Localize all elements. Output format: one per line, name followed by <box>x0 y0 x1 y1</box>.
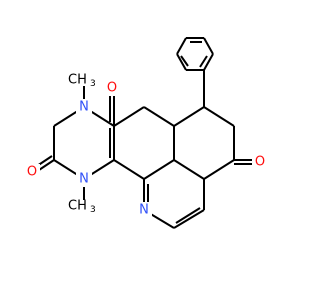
bond-inner <box>175 207 201 224</box>
bond <box>203 53 214 71</box>
molecule-svg: O N CH 3 O N CH 3 N O <box>24 37 268 229</box>
oxygen-atom-3: O <box>27 165 37 180</box>
nitrogen-atom-2: N <box>79 100 89 115</box>
oxygen-atom-1: O <box>107 81 117 96</box>
molecule-structure: O N CH 3 O N CH 3 N O <box>24 37 268 229</box>
bond <box>176 37 187 55</box>
bond-inner <box>199 55 208 68</box>
bond-inner <box>180 55 189 67</box>
bond <box>173 209 205 229</box>
bond <box>143 159 175 180</box>
bond <box>113 159 145 180</box>
bond <box>143 106 175 127</box>
oxygen-ketone-atom: O <box>255 155 265 170</box>
methyl-group-n2: CH <box>68 73 87 88</box>
bonds <box>33 37 254 229</box>
bond <box>203 106 235 127</box>
atom-labels: O N CH 3 O N CH 3 N O <box>24 73 268 218</box>
bond <box>173 159 205 180</box>
bond <box>176 53 187 71</box>
bond <box>203 37 214 55</box>
bond <box>113 106 145 127</box>
methyl-subscript-n4: 3 <box>90 205 96 215</box>
nitrogen-atom-4: N <box>79 172 89 187</box>
bond <box>173 106 205 127</box>
nitrogen-ring-atom: N <box>139 203 149 218</box>
methyl-group-n4: CH <box>68 199 87 214</box>
bond <box>203 159 235 180</box>
methyl-subscript-n2: 3 <box>90 79 96 89</box>
